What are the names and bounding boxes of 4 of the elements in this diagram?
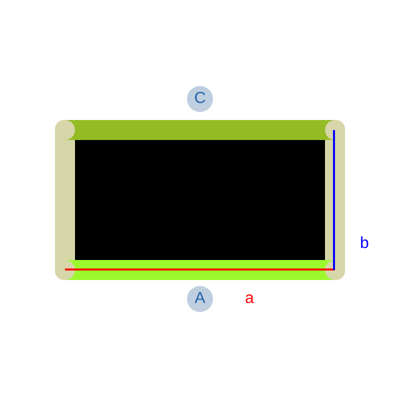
circle-marker: A	[187, 286, 213, 312]
circle-marker: C	[187, 86, 213, 112]
dimension-label: b	[360, 236, 369, 252]
dimension-label: a	[245, 291, 254, 307]
